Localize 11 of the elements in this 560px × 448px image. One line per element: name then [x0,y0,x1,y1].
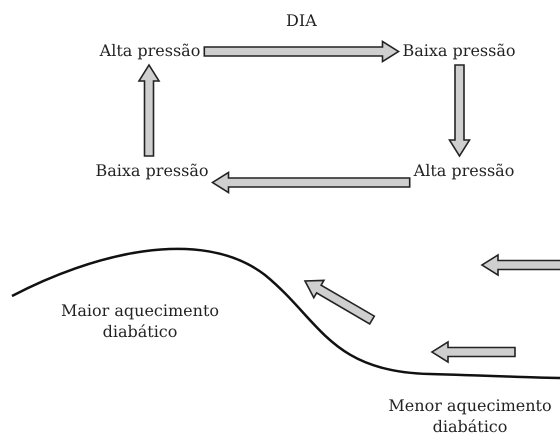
block-arrow [204,40,400,63]
pressure-label: Baixa pressão [96,160,208,181]
pressure-label: Alta pressão [414,160,514,181]
pressure-label: Baixa pressão [402,40,516,61]
block-arrow [138,64,160,157]
block-arrow [448,64,471,158]
region-label: Maior aquecimento diabático [60,300,220,342]
region-label: Menor aquecimento diabático [387,395,553,437]
pressure-label: Alta pressão [100,40,200,61]
block-arrow [211,171,410,194]
edge-label: DIA [286,10,317,30]
